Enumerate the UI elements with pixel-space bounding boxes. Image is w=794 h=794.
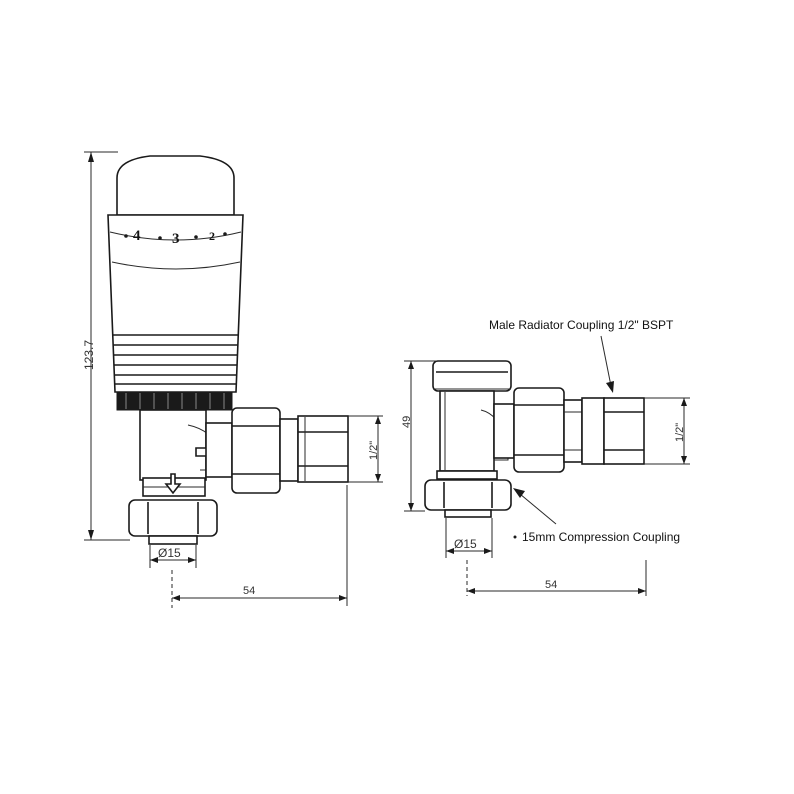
compression-nut-bottom — [128, 499, 218, 545]
thread-dimension-label: 1/2" — [368, 441, 380, 460]
diameter-dimension-right — [445, 518, 493, 558]
lockshield-cap — [432, 360, 512, 392]
compression-nut-right — [424, 479, 512, 518]
leader-compression-coupling — [513, 488, 557, 525]
thread-dimension-right — [644, 397, 690, 465]
diameter-dimension-right-label: Ø15 — [454, 537, 477, 551]
lockshield-valve-view: 49 1/2" Ø15 54 — [401, 318, 690, 596]
height-dimension-right-label: 49 — [401, 416, 413, 428]
thermostatic-valve-view: 4 3 2 — [82, 151, 383, 608]
valve-head-cap — [116, 155, 235, 216]
height-dimension-label: 123.7 — [82, 340, 96, 370]
dial-number-3: 3 — [172, 231, 180, 247]
thread-dimension — [348, 415, 383, 483]
width-dimension-right — [466, 560, 647, 596]
dial-number-2: 2 — [209, 229, 215, 243]
side-outlet-right — [493, 387, 645, 473]
width-dimension-right-label: 54 — [545, 579, 557, 591]
label-compression-coupling: 15mm Compression Coupling — [522, 530, 680, 544]
diameter-dimension-label: Ø15 — [158, 546, 181, 560]
flow-arrow-down-icon — [164, 473, 182, 495]
height-dimension-right — [404, 360, 437, 512]
valve-head-body — [107, 214, 244, 393]
dial-number-4: 4 — [133, 228, 141, 244]
diameter-dimension — [149, 545, 197, 568]
width-dimension — [171, 485, 348, 608]
bullet-icon — [513, 535, 517, 539]
leader-male-coupling — [600, 335, 614, 393]
side-outlet — [205, 407, 349, 494]
knurled-collar — [116, 391, 233, 411]
height-dimension — [84, 151, 130, 541]
thread-dimension-right-label: 1/2" — [674, 423, 686, 442]
width-dimension-label: 54 — [243, 585, 255, 597]
label-male-radiator-coupling: Male Radiator Coupling 1/2" BSPT — [489, 318, 674, 332]
